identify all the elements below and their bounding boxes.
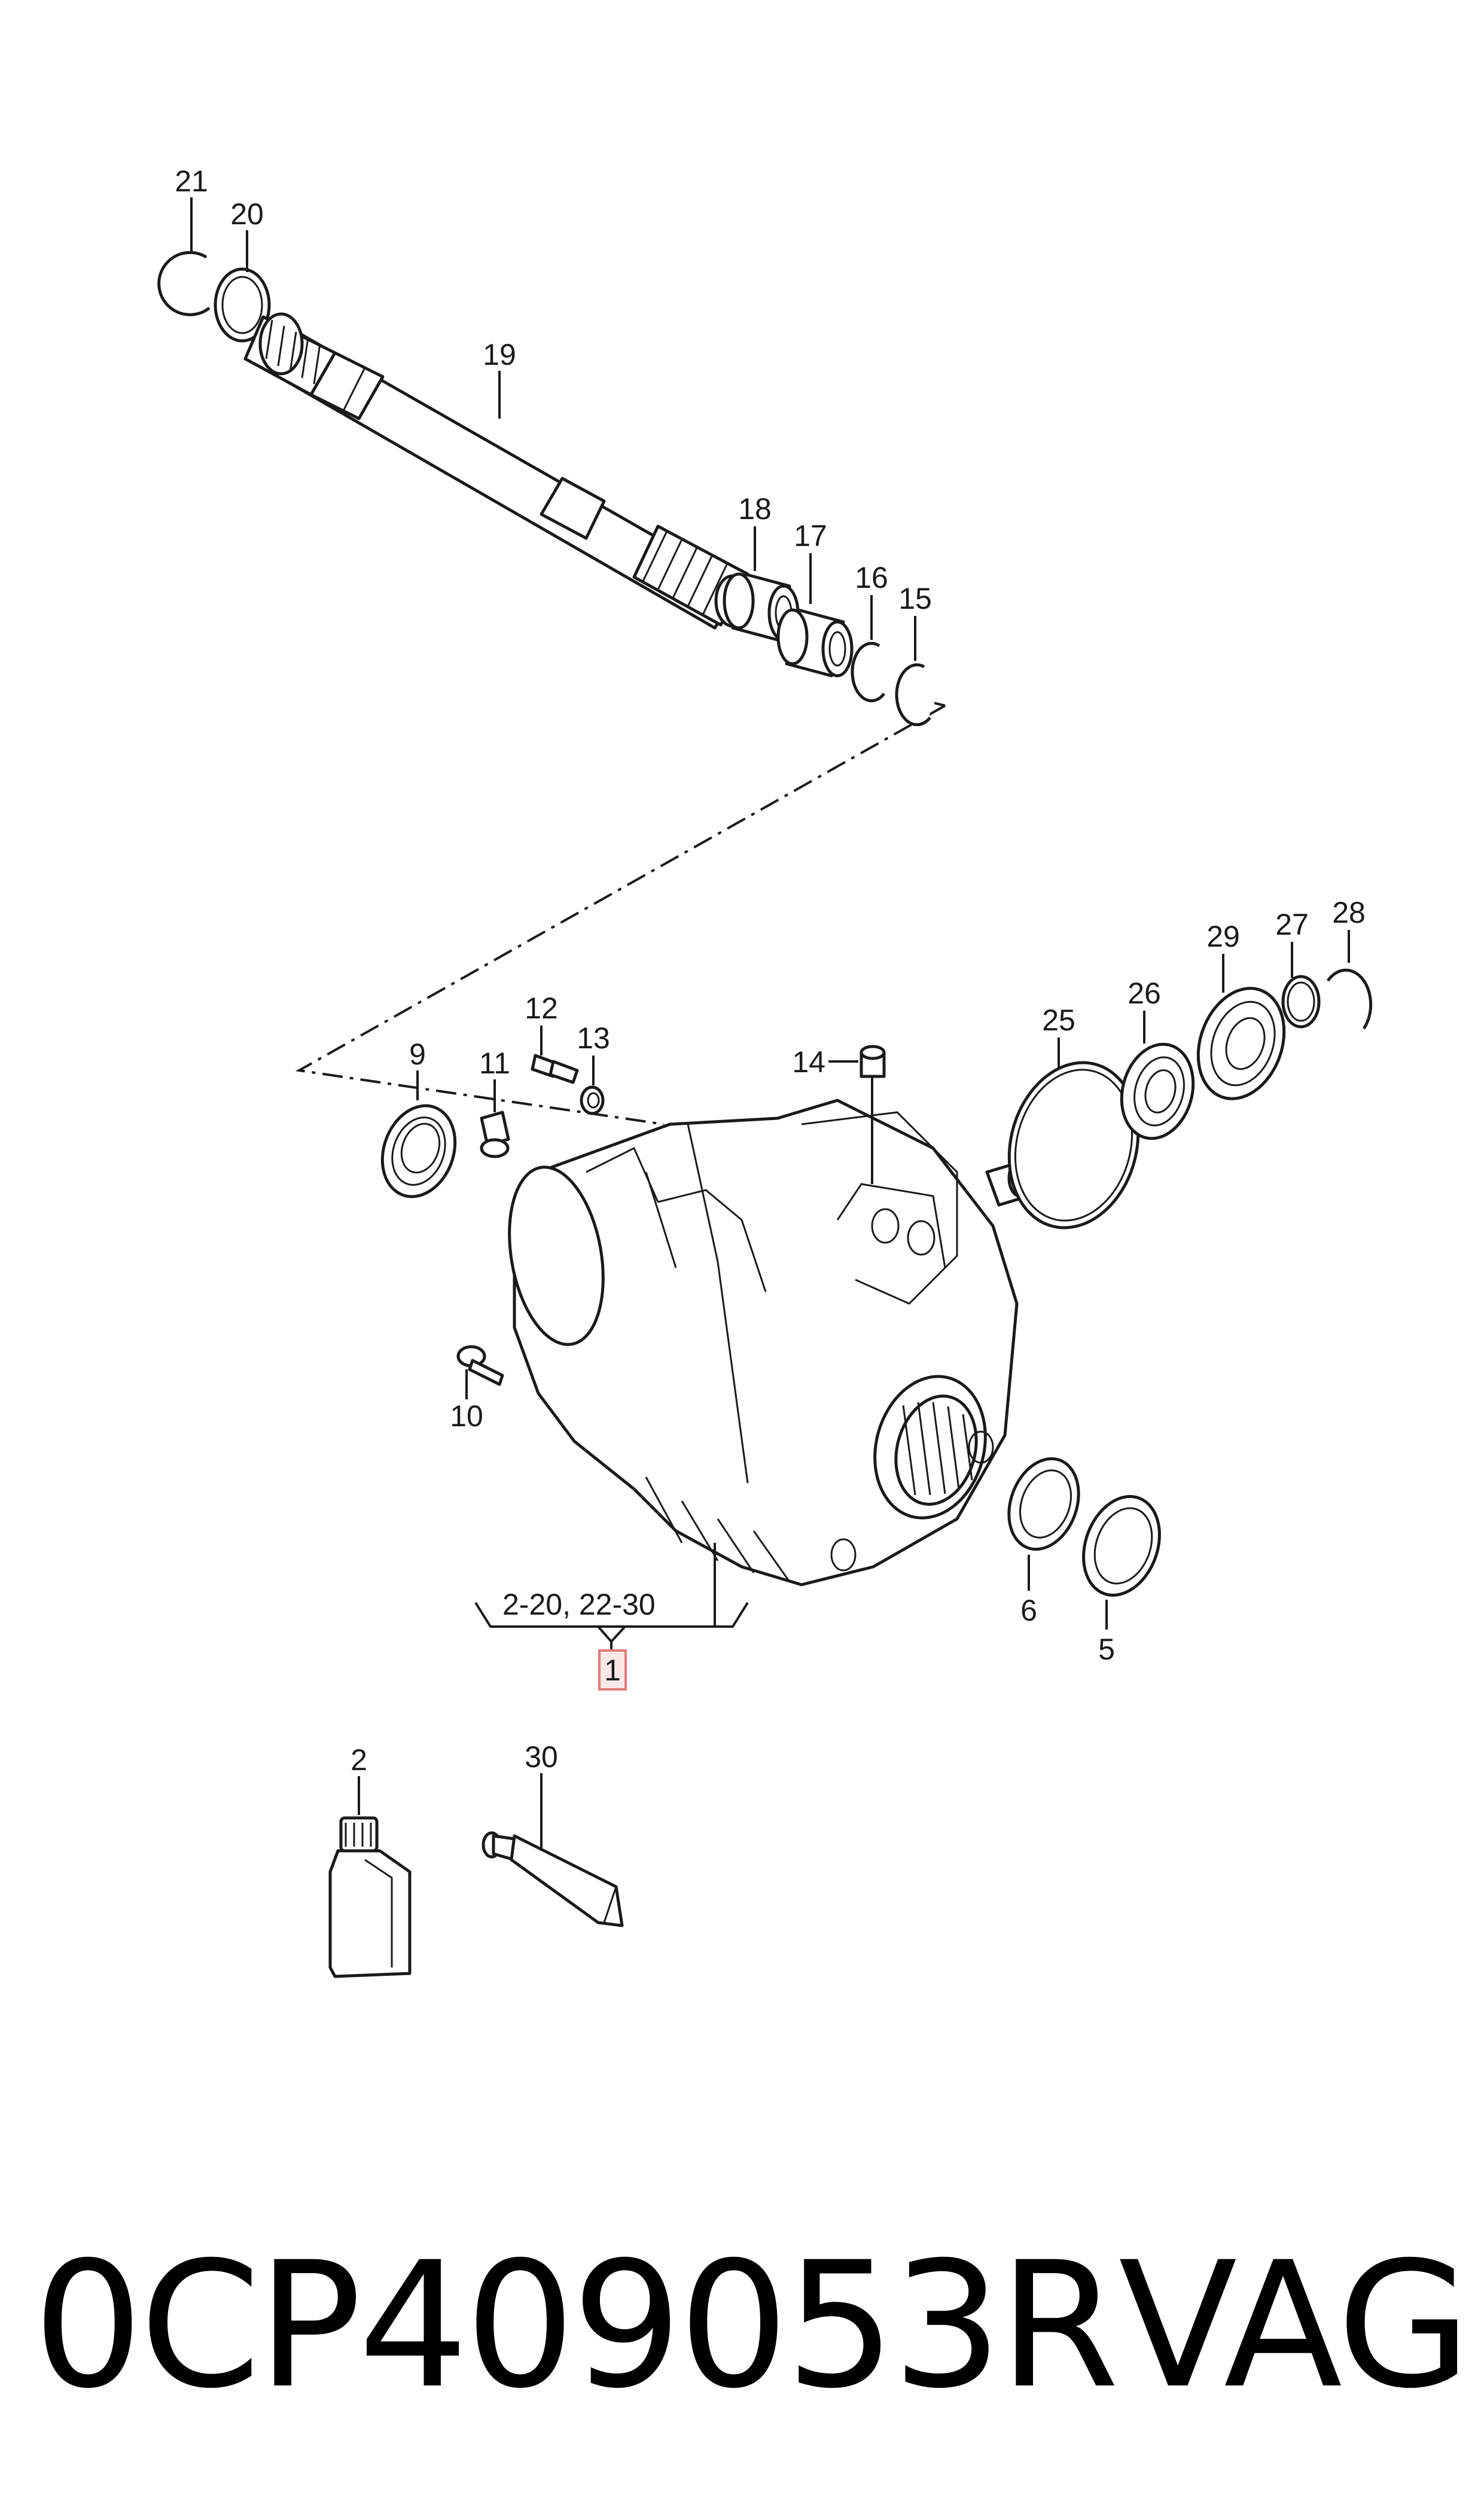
part-16-circlip (851, 642, 885, 703)
callout-28: 28 (1332, 896, 1366, 929)
callout-15: 15 (898, 582, 932, 615)
callout-21: 21 (175, 164, 208, 198)
callout-9: 9 (409, 1038, 426, 1071)
callout-1: 1 (604, 1653, 621, 1687)
callout-26: 26 (1128, 977, 1161, 1010)
part-20-ring (214, 267, 271, 343)
part-10-bolt (456, 1345, 504, 1386)
part-30-sealant-tube (482, 1831, 624, 1927)
part-5-seal (1082, 1495, 1161, 1597)
callout-2: 2 (351, 1743, 367, 1777)
callout-12: 12 (525, 991, 558, 1025)
part-14-cap (860, 1045, 886, 1078)
part-9-seal (380, 1104, 457, 1198)
callout-20: 20 (230, 197, 264, 231)
part-1-range-bracket (474, 1543, 749, 1653)
callout-18: 18 (738, 492, 772, 526)
part-29-shaft-seal (1196, 987, 1286, 1100)
part-1-transfer-case-housing (508, 1099, 1032, 1587)
part-13-seal-ring (580, 1085, 605, 1115)
callout-25: 25 (1042, 1003, 1075, 1037)
part-12-breather-screw (531, 1054, 579, 1084)
callout-10: 10 (450, 1399, 483, 1433)
part-27-ring (1281, 975, 1321, 1029)
callout-6: 6 (1020, 1594, 1037, 1627)
callout-30: 30 (525, 1740, 558, 1774)
callout-14: 14 (792, 1045, 825, 1079)
range-label: 2-20, 22-30 (502, 1588, 656, 1621)
part-28-circlip (1326, 968, 1373, 1030)
brand-label: VAG (1119, 2225, 1471, 2427)
callout-16: 16 (855, 561, 888, 594)
assembly-path-line (295, 704, 946, 1125)
part-6-seal (1007, 1457, 1080, 1551)
part-19-shaft (243, 312, 751, 630)
part-17-sleeve (776, 608, 854, 678)
callout-29: 29 (1206, 920, 1240, 953)
callout-19: 19 (483, 338, 516, 371)
callout-13: 13 (577, 1021, 610, 1055)
callout-1-highlight (598, 1649, 627, 1691)
part-2-oil-bottle (328, 1816, 412, 1978)
callout-27: 27 (1275, 908, 1309, 941)
part-25-o-ring (1007, 1061, 1140, 1230)
callout-11: 11 (479, 1047, 510, 1080)
part-11-plug (480, 1110, 510, 1158)
callout-5: 5 (1098, 1633, 1115, 1666)
part-21-circlip (157, 251, 211, 316)
part-15-circlip (895, 663, 931, 727)
part-26-bearing (1120, 1042, 1195, 1140)
callout-17: 17 (794, 519, 827, 553)
part-number: 0CP409053R (33, 2225, 1119, 2427)
